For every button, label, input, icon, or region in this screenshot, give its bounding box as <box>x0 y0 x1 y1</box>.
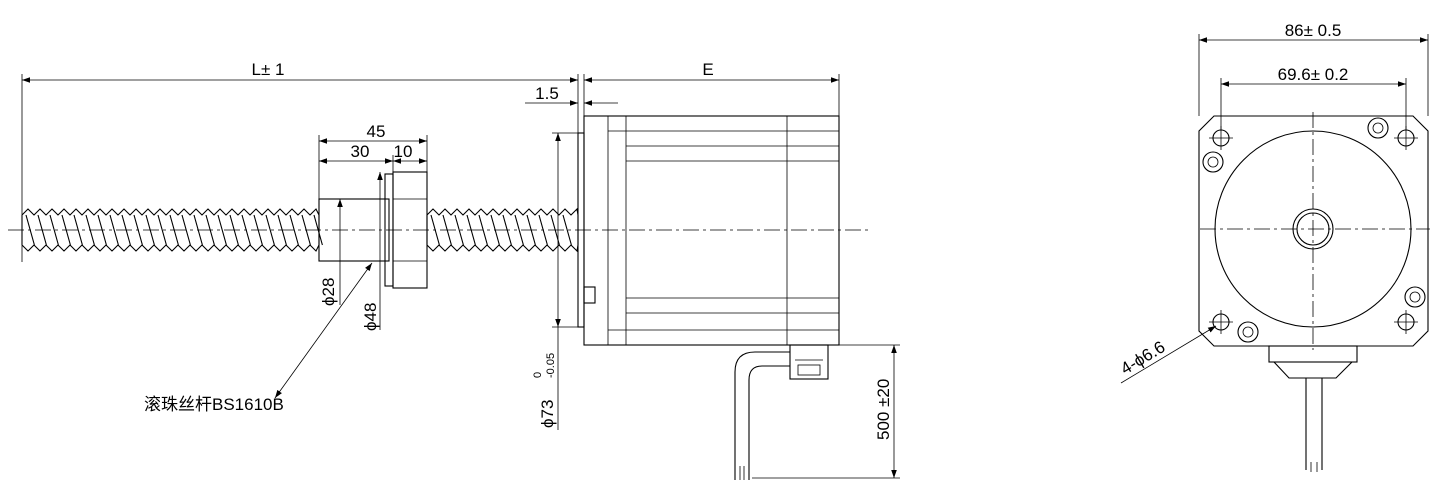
dim-nut: 45 30 10 <box>318 122 428 199</box>
label-nut-body: 30 <box>351 142 370 161</box>
motor-frame <box>583 115 840 346</box>
callout-holes: 4-ϕ6.6 <box>1117 325 1217 384</box>
front-connector <box>1268 345 1358 472</box>
diameter-symbol: ϕ <box>538 418 557 428</box>
value: 28 <box>319 278 338 297</box>
shaft-outer <box>1292 208 1334 250</box>
connector-shroud <box>1273 361 1353 379</box>
shaft-inner <box>1296 212 1330 246</box>
label-nut-length: 45 <box>367 122 386 141</box>
diameter-symbol: ϕ <box>319 296 338 306</box>
dim-hole-pitch: 69.6± 0.2 <box>1220 65 1407 130</box>
connector-slot <box>797 364 821 376</box>
label-holes: 4-ϕ6.6 <box>1117 337 1168 378</box>
label-cable-length: 500 ±20 <box>874 379 893 440</box>
slot <box>1202 151 1224 173</box>
dim-offset: 1.5 <box>525 84 618 106</box>
tol-lower: -0.05 <box>545 353 557 378</box>
label-nut-flange: 10 <box>394 142 413 161</box>
slot-hole <box>1242 326 1254 338</box>
dim-frame-width: 86± 0.5 <box>1198 21 1429 116</box>
side-view: L± 1 E 1.5 45 30 10 <box>8 60 900 480</box>
label-nut-diameter: ϕ28 <box>319 278 338 306</box>
slot-hole <box>1409 291 1421 303</box>
mounting-holes <box>1209 126 1418 334</box>
connector-body <box>1268 345 1358 363</box>
label-pilot-diameter: ϕ73 <box>538 400 557 428</box>
label-offset: 1.5 <box>535 84 559 103</box>
label-motor-length: E <box>702 60 713 79</box>
motor-label-mark <box>583 286 596 304</box>
dim-length: L± 1 <box>21 60 579 262</box>
value: 48 <box>361 303 380 322</box>
label-flange-diameter: ϕ48 <box>361 303 380 331</box>
motor-boss <box>1214 130 1412 328</box>
dim-nut-diameter: ϕ28 <box>319 199 343 306</box>
nut-flange <box>392 171 428 289</box>
cable-outer <box>734 351 790 480</box>
side-slots <box>1202 117 1426 343</box>
leader <box>1120 325 1217 384</box>
slot-hole <box>1372 122 1384 134</box>
nut-body <box>318 198 390 262</box>
cable-inner <box>748 365 790 480</box>
label-hole-pitch: 69.6± 0.2 <box>1278 65 1349 84</box>
dim-cable-length: 500 ±20 <box>752 344 900 479</box>
label-screw: 滚珠丝杆BS1610B <box>144 395 284 414</box>
ball-nut <box>318 171 428 289</box>
value: 73 <box>538 400 557 419</box>
diameter-symbol: ϕ <box>361 321 380 331</box>
slot <box>1367 117 1389 139</box>
dim-pilot-diameter: ϕ73 0 -0.05 <box>532 132 578 430</box>
slot-hole <box>1207 156 1219 168</box>
callout-screw: 滚珠丝杆BS1610B <box>144 262 373 414</box>
leader <box>274 262 373 399</box>
label-length: L± 1 <box>252 60 285 79</box>
screw-thread-left <box>21 208 323 252</box>
slot <box>1237 321 1259 343</box>
slot <box>1404 286 1426 308</box>
dim-flange-diameter: ϕ48 <box>361 172 383 331</box>
dim-motor-length: E <box>583 60 840 116</box>
label-frame-width: 86± 0.5 <box>1285 21 1342 40</box>
front-view: 86± 0.5 69.6± 0.2 4-ϕ6.6 <box>1117 21 1430 472</box>
stepper-motor-side <box>577 115 840 480</box>
tol-upper: 0 <box>532 372 544 378</box>
cable-connector <box>789 344 829 380</box>
motor-flange <box>1198 115 1429 347</box>
